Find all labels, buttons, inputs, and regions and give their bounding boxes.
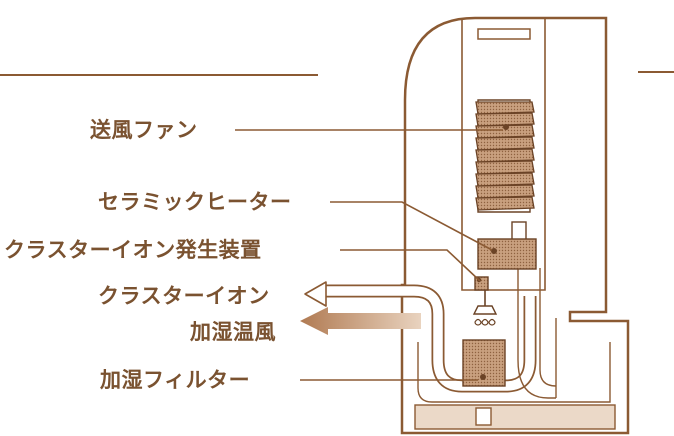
label-heater: セラミックヒーター xyxy=(98,190,292,214)
inner-upper-outline xyxy=(461,18,546,291)
inner-lower-outline xyxy=(417,342,611,403)
label-cluster-ion: クラスターイオン xyxy=(98,284,270,308)
filter-component xyxy=(462,339,506,387)
label-warm-air: 加湿温風 xyxy=(190,320,276,344)
label-ion-generator: クラスターイオン発生装置 xyxy=(4,238,262,262)
heater-component xyxy=(477,221,537,270)
top-vent-slot xyxy=(477,28,531,40)
housing-outline xyxy=(400,16,630,435)
water-tray xyxy=(414,404,616,430)
water-spray-icon xyxy=(472,290,498,326)
warm-air-arrow xyxy=(300,307,421,335)
leader-lines xyxy=(235,129,503,381)
label-fan: 送風ファン xyxy=(90,118,198,142)
fan-component xyxy=(475,99,535,213)
cluster-ion-arrow xyxy=(304,281,327,307)
label-filter: 加湿フィルター xyxy=(100,368,251,392)
tray-outlet xyxy=(475,407,492,426)
